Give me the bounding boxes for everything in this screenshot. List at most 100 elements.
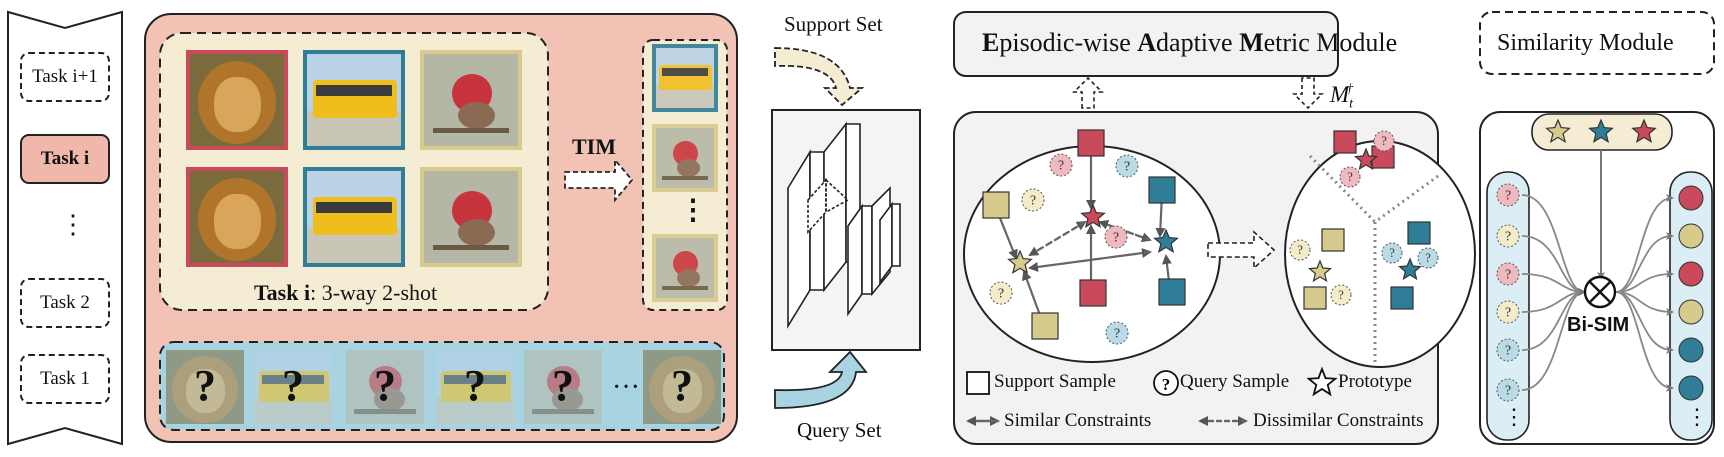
- similarity-score: [1678, 261, 1704, 287]
- query-mark: ?: [374, 361, 396, 410]
- bisim-to-score: [1615, 270, 1674, 293]
- support-sample-sand: [1031, 312, 1059, 340]
- task-sequence-strip: [7, 10, 123, 446]
- query-image-lion: [166, 350, 244, 424]
- bisim-to-score: [1615, 291, 1674, 392]
- similarity-score: [1678, 223, 1704, 249]
- eam-title-part: pisodic-wise: [999, 28, 1138, 57]
- aug-ellipsis: ⋮: [679, 195, 707, 226]
- query-sample-sand: [1330, 284, 1352, 306]
- eam-title-part: daptive: [1156, 28, 1240, 57]
- legend-query-label: Query Sample: [1180, 371, 1290, 392]
- query-sample-teal: [1417, 247, 1439, 269]
- legend-support-label: Support Sample: [994, 371, 1116, 392]
- support-image-bird: [420, 50, 522, 150]
- query-sample-sand: [989, 281, 1013, 305]
- support-image-lion: [186, 50, 288, 150]
- query-feature: [1496, 300, 1520, 324]
- support-image-bus: [303, 50, 405, 150]
- score-vector-ellipsis: ⋮: [1686, 404, 1708, 429]
- support-sample-sand: [982, 191, 1010, 219]
- query-feature: [1496, 378, 1520, 402]
- query-feature: [1496, 224, 1520, 248]
- similarity-title: Similarity Module: [1497, 30, 1674, 56]
- support-sample-sand: [1303, 286, 1327, 310]
- bisim-label: Bi-SIM: [1567, 314, 1630, 336]
- dissimilar-constraint: [1098, 220, 1151, 242]
- query-sample-red-mark: ?: [1058, 158, 1064, 173]
- query-sample-red: [1049, 153, 1073, 177]
- prototype-star-teal: [1588, 118, 1614, 143]
- query-sample-teal-mark: ?: [1425, 251, 1431, 265]
- query-feature: [1496, 183, 1520, 207]
- query-mark: ?: [464, 361, 486, 410]
- prototype-star-red: [1631, 118, 1657, 143]
- legend-support-icon: [966, 371, 990, 395]
- legend-similar-label: Similar Constraints: [1004, 410, 1152, 431]
- support-image-lion: [186, 167, 288, 267]
- eam-title-part: A: [1137, 28, 1157, 57]
- bisim-operator-cross: [1589, 281, 1611, 303]
- query-sample-sand: [1289, 239, 1311, 261]
- query-image-lion: [643, 350, 721, 424]
- prototype-teal: [1153, 228, 1179, 253]
- prototype-sand: [1307, 259, 1333, 283]
- support-sample-red: [1333, 130, 1357, 154]
- query-image-bird: [346, 350, 424, 424]
- query-feature-mark: ?: [1505, 229, 1511, 244]
- metric-symbol: Mt†: [1330, 82, 1354, 112]
- query-sample-red: [1373, 130, 1395, 152]
- dissimilar-constraint: [1028, 250, 1151, 272]
- query-sample-red: [1339, 166, 1361, 188]
- space-transform-arrow: [1207, 230, 1276, 270]
- query-feature-mark: ?: [1505, 305, 1511, 320]
- eam-title-part: E: [982, 28, 1000, 57]
- query-sample-teal: [1381, 242, 1403, 264]
- support-sample-teal: [1148, 176, 1176, 204]
- query-sample-red-mark: ?: [1113, 230, 1119, 245]
- encoder-layers: [787, 121, 901, 329]
- query-sample-sand-mark: ?: [998, 286, 1004, 301]
- query-sample-sand-mark: ?: [1338, 288, 1344, 302]
- task-task-2: Task 2: [20, 278, 110, 328]
- query-to-bisim: [1521, 235, 1586, 296]
- query-mark: ?: [671, 361, 693, 410]
- prototype-star-sand: [1545, 118, 1571, 143]
- task-task-i: Task i: [20, 134, 110, 184]
- similarity-score: [1678, 337, 1704, 363]
- query-image-bus: [254, 350, 332, 424]
- eam-title-box: [953, 11, 1339, 77]
- dissimilar-constraint: [1028, 221, 1086, 257]
- query-sample-red-mark: ?: [1347, 170, 1353, 184]
- eam-title: Episodic-wise Adaptive Metric Module: [982, 28, 1397, 58]
- similarity-score: [1678, 299, 1704, 325]
- augmented-image-bus: [652, 44, 718, 112]
- query-to-bisim: [1521, 288, 1586, 391]
- legend-query-mark: ?: [1162, 375, 1171, 394]
- dissimilar-constraint: [1099, 220, 1152, 242]
- query-sample-teal: [1105, 321, 1129, 345]
- support-set-arrow: [774, 47, 865, 107]
- legend-prototype-label: Prototype: [1338, 371, 1412, 392]
- similarity-score: [1678, 375, 1704, 401]
- support-image-bird: [420, 167, 522, 267]
- tim-label: TIM: [572, 134, 616, 159]
- support-sample-sand: [1321, 228, 1345, 252]
- query-feature: [1496, 338, 1520, 362]
- prototype-red: [1353, 147, 1379, 171]
- query-feature-mark: ?: [1505, 383, 1511, 398]
- similarity-score: [1678, 185, 1704, 211]
- query-sample-teal-mark: ?: [1114, 326, 1120, 341]
- task-task-1: Task 1: [20, 354, 110, 404]
- support-sample-teal: [1390, 286, 1414, 310]
- bisim-to-score: [1615, 232, 1674, 293]
- support-sample-teal: [1158, 278, 1186, 306]
- legend-query-icon: [1153, 370, 1179, 396]
- query-sample-teal: [1115, 154, 1139, 178]
- eam-up-arrow: [1072, 76, 1104, 109]
- similarity-title-box: [1479, 11, 1715, 75]
- prototype-teal: [1397, 257, 1423, 281]
- support-sample-red: [1077, 129, 1105, 157]
- support-set-label: Support Set: [784, 12, 883, 36]
- query-sample-red-mark: ?: [1381, 134, 1387, 148]
